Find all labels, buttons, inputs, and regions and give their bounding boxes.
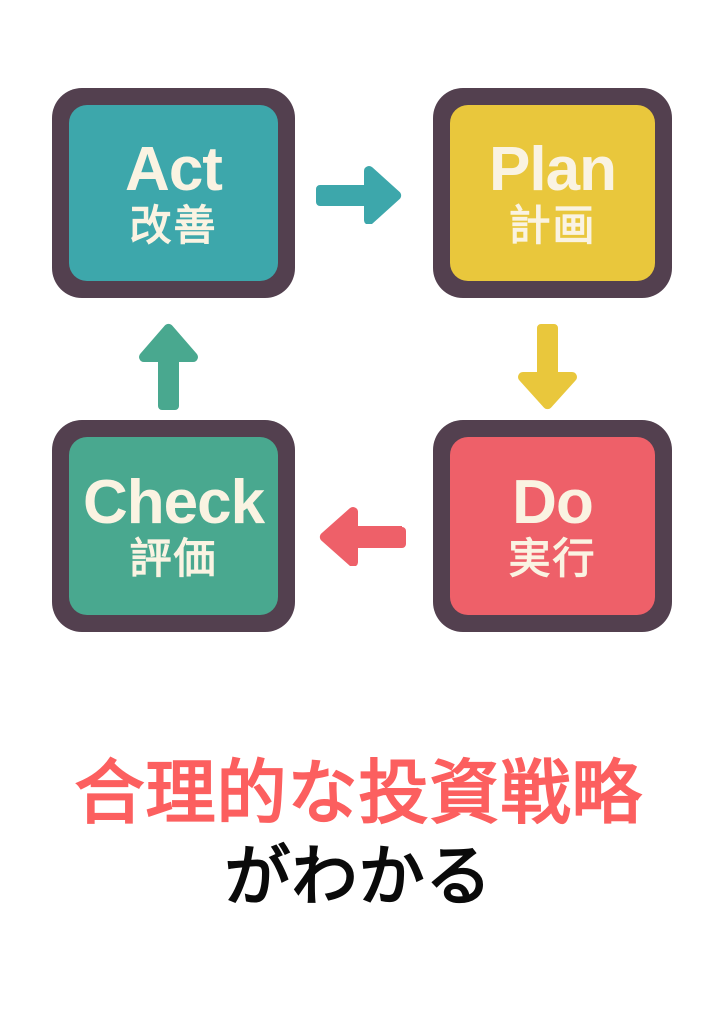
pdca-box-plan-en-label: Plan bbox=[489, 135, 617, 204]
pdca-box-act-en-label: Act bbox=[125, 135, 223, 204]
caption-line-1: 合理的な投資戦略 bbox=[74, 754, 643, 832]
caption-line-2: がわかる bbox=[224, 838, 493, 913]
pdca-box-do[interactable]: Do 実行 bbox=[433, 420, 672, 632]
arrow-down-icon bbox=[508, 320, 578, 412]
arrow-up-icon bbox=[130, 320, 198, 414]
pdca-box-do-inner: Do 実行 bbox=[450, 437, 655, 615]
arrow-left-icon bbox=[310, 502, 406, 566]
pdca-box-check[interactable]: Check 評価 bbox=[52, 420, 295, 632]
pdca-box-do-en-label: Do bbox=[512, 468, 594, 537]
pdca-box-check-ja-label: 評価 bbox=[129, 535, 218, 582]
pdca-box-plan-ja-label: 計画 bbox=[508, 202, 597, 249]
pdca-box-act-ja-label: 改善 bbox=[129, 202, 218, 249]
pdca-box-act[interactable]: Act 改善 bbox=[52, 88, 295, 298]
arrow-right-icon bbox=[316, 162, 404, 224]
caption-block: 合理的な投資戦略 がわかる bbox=[0, 752, 717, 917]
pdca-box-plan-inner: Plan 計画 bbox=[450, 105, 655, 281]
pdca-box-plan[interactable]: Plan 計画 bbox=[433, 88, 672, 298]
pdca-box-check-inner: Check 評価 bbox=[69, 437, 278, 615]
pdca-box-act-inner: Act 改善 bbox=[69, 105, 278, 281]
pdca-box-do-ja-label: 実行 bbox=[508, 535, 597, 582]
pdca-box-check-en-label: Check bbox=[82, 468, 265, 537]
